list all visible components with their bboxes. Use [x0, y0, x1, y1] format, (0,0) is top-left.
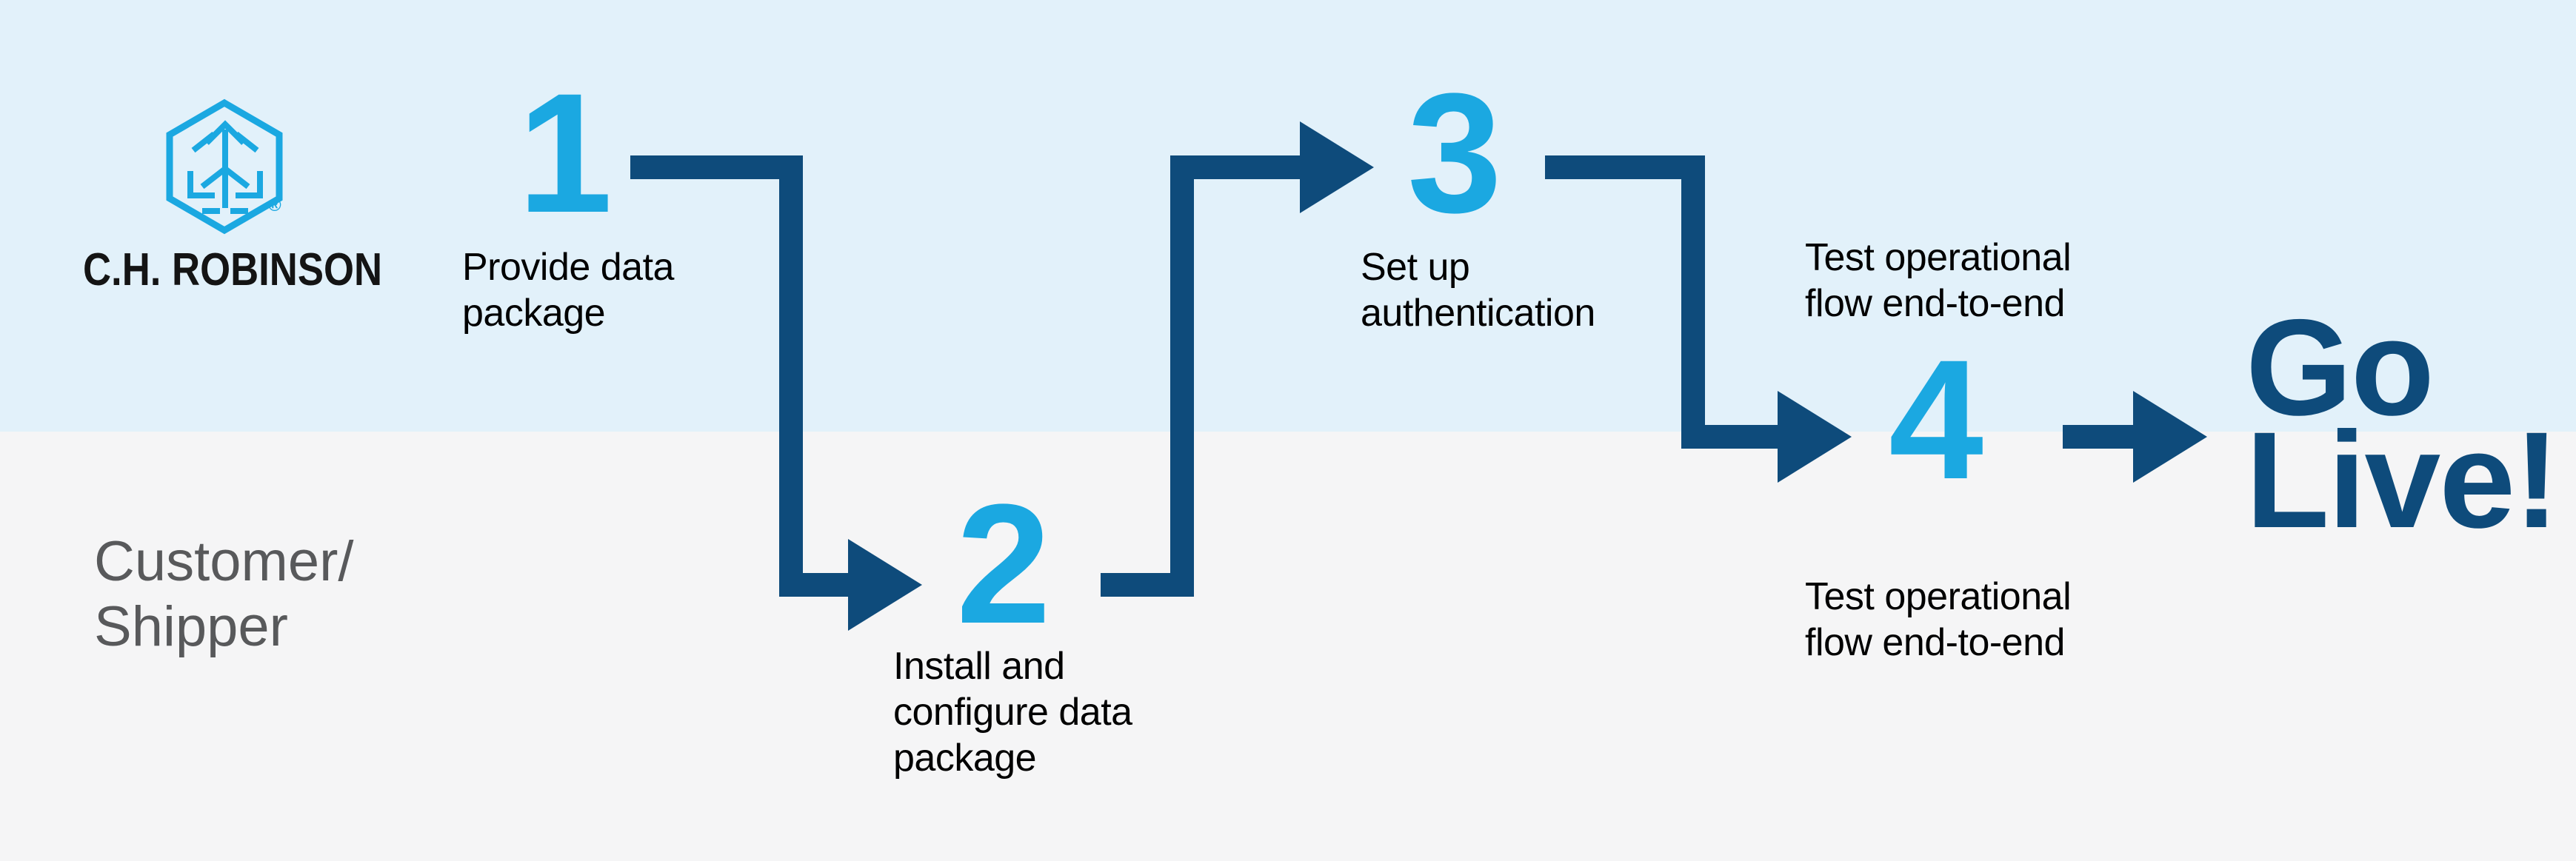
- step1-number: 1: [518, 58, 613, 248]
- step1-label-line1: Provide data: [462, 246, 674, 289]
- step3-label-line2: authentication: [1361, 292, 1595, 335]
- step2-label-line3: package: [893, 737, 1037, 780]
- step3-label-line1: Set up: [1361, 246, 1470, 289]
- connector-3-4-vertical-segment: [1681, 155, 1705, 449]
- go-live-line1: Go: [2246, 292, 2435, 444]
- brand-wordmark: C.H. ROBINSON: [83, 244, 383, 295]
- step1-label-line2: package: [462, 292, 606, 335]
- connector-3-4-bottom-segment: [1681, 425, 1778, 449]
- arrowhead-into-step2-icon: [848, 539, 922, 631]
- connector-1-2-bottom-segment: [779, 573, 848, 597]
- arrowhead-into-golive-icon: [2133, 391, 2207, 483]
- step4-number: 4: [1889, 324, 1983, 515]
- step3-number: 3: [1407, 58, 1502, 248]
- step2-label: Install and configure data package: [893, 643, 1132, 781]
- connector-1-2-top-segment: [630, 155, 803, 179]
- connector-3-4-top-segment: [1545, 155, 1705, 179]
- customer-shipper-lane-label: Customer/ Shipper: [94, 529, 354, 660]
- step4-label-below: Test operational flow end-to-end: [1805, 574, 2072, 666]
- connector-4-golive-segment: [2063, 425, 2133, 449]
- step4-label-below-line2: flow end-to-end: [1805, 621, 2065, 664]
- lane-label-line1: Customer/: [94, 530, 354, 593]
- step4-label-above-line2: flow end-to-end: [1805, 282, 2065, 325]
- chrobinson-lane-band: [0, 0, 2576, 432]
- registered-trademark-symbol: ®: [268, 195, 281, 215]
- connector-1-2-vertical-segment: [779, 155, 803, 597]
- arrowhead-into-step3-icon: [1300, 121, 1374, 213]
- step3-label: Set up authentication: [1361, 244, 1595, 336]
- step4-label-below-line1: Test operational: [1805, 575, 2072, 618]
- step2-label-line1: Install and: [893, 645, 1065, 688]
- connector-2-3-vertical-segment: [1170, 155, 1194, 597]
- customer-lane-band: [0, 432, 2576, 861]
- step2-number: 2: [956, 469, 1051, 659]
- step4-label-above-line1: Test operational: [1805, 236, 2072, 279]
- arrowhead-into-step4-icon: [1778, 391, 1852, 483]
- connector-2-3-top-segment: [1170, 155, 1300, 179]
- lane-label-line2: Shipper: [94, 595, 288, 658]
- hexagon-cube-arrows-icon: [166, 98, 283, 235]
- step1-label: Provide data package: [462, 244, 674, 336]
- go-live-line2: Live!: [2246, 404, 2560, 557]
- step4-label-above: Test operational flow end-to-end: [1805, 235, 2072, 326]
- go-live-finish-label: Go Live!: [2246, 292, 2560, 557]
- step2-label-line2: configure data: [893, 691, 1132, 734]
